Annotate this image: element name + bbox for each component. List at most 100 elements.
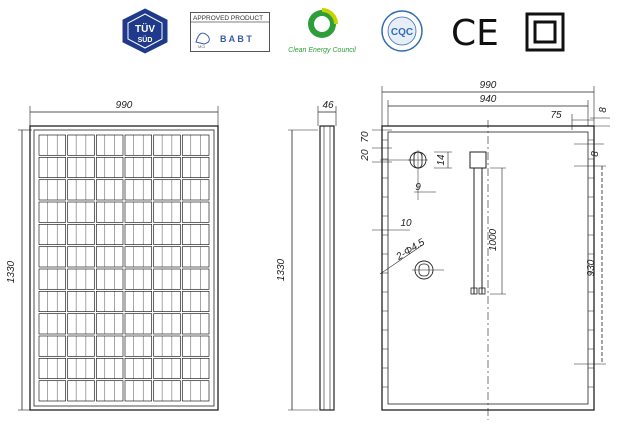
solar-cell [124,179,153,201]
solar-cell [38,179,67,201]
ce-mark: CE [445,12,505,50]
babt-icon: APPROVED PRODUCT MCI B A B T [190,12,270,52]
back-dim-9-label: 9 [415,182,421,193]
holes-label: 2-Φ4.5 [394,237,427,264]
babt-mark-text: B A B T [220,34,252,44]
solar-cell [124,313,153,335]
solar-cell [181,313,210,335]
solar-cell [181,290,210,313]
solar-cell [124,268,153,290]
back-dim-14-label: 14 [436,154,447,166]
solar-cell [153,290,181,313]
solar-cell [124,201,153,223]
cable-length-label: 1000 [488,228,499,251]
solar-cell [181,268,210,290]
connector-negative [478,287,486,295]
solar-cell [67,179,95,201]
solar-cell [153,223,181,246]
front-height-label: 1330 [6,260,17,283]
solar-cell [38,156,67,179]
solar-cell [153,268,181,290]
solar-cell [38,246,67,268]
solar-cell [38,290,67,313]
solar-cell [153,134,181,156]
solar-cell [153,335,181,357]
solar-cell [95,134,124,156]
solar-cell [181,335,210,357]
solar-cell [153,201,181,223]
side-height-label: 1330 [276,258,287,281]
solar-cell [38,201,67,223]
solar-cell [95,179,124,201]
solar-cell [67,134,95,156]
solar-cell [181,357,210,380]
solar-cell [67,246,95,268]
solar-cell [38,223,67,246]
front-panel-frame [29,125,219,411]
front-width-label: 990 [116,100,133,111]
side-frame-profile [319,125,335,411]
solar-cell [95,201,124,223]
front-panel-inner-frame [33,129,215,407]
solar-cell [67,156,95,179]
solar-cell [67,313,95,335]
solar-cell [95,223,124,246]
solar-cell [67,290,95,313]
cqc-logo: CQC [380,8,424,54]
junction-box [469,151,487,295]
cqc-icon: CQC [381,10,423,52]
solar-cell [181,246,210,268]
solar-cell [38,335,67,357]
solar-cell [38,268,67,290]
solar-cell [67,223,95,246]
back-dim-8-right-label: 8 [590,151,601,157]
solar-cell [124,357,153,380]
solar-cell-grid [38,134,210,402]
class-ii-icon [525,12,565,52]
connector-positive [470,287,478,295]
junction-box-body [469,151,487,169]
solar-cell [153,313,181,335]
solar-cell [124,290,153,313]
back-overall-width-label: 990 [480,80,497,91]
solar-cell [124,380,153,402]
solar-cell [38,380,67,402]
solar-cell [181,134,210,156]
back-inner-width-label: 940 [480,94,497,105]
solar-cell [95,380,124,402]
solar-cell [67,201,95,223]
solar-cell [153,179,181,201]
back-view: 990 940 75 8 8 70 20 [360,80,610,420]
tuv-bottom-text: SÜD [138,35,153,44]
babt-logo: APPROVED PRODUCT MCI B A B T [190,12,270,52]
solar-cell [95,246,124,268]
solar-cell [38,313,67,335]
solar-cell [95,156,124,179]
back-dim-8-top-label: 8 [598,107,609,113]
grounding-hole [412,260,444,280]
solar-cell [153,357,181,380]
tuv-sud-logo: TÜV SÜD [122,8,168,54]
tuv-sud-icon: TÜV SÜD [122,8,168,54]
solar-cell [153,156,181,179]
front-view: 990 1330 [6,100,219,411]
solar-cell [95,357,124,380]
back-dim-75-label: 75 [550,110,562,121]
side-view: 46 1330 [276,100,337,411]
cqc-text: CQC [391,27,413,38]
ce-text: CE [451,13,499,50]
solar-cell [38,357,67,380]
babt-small-text: MCI [198,44,205,49]
mount-spacing-label: 930 [586,259,597,276]
solar-cell [95,335,124,357]
solar-cell [181,179,210,201]
clean-energy-council-logo: Clean Energy Council [284,4,360,56]
solar-cell [124,134,153,156]
solar-cell [124,223,153,246]
back-dim-70-label: 70 [360,131,371,143]
solar-cell [153,246,181,268]
solar-cell [124,156,153,179]
solar-cell [67,380,95,402]
solar-cell [181,156,210,179]
